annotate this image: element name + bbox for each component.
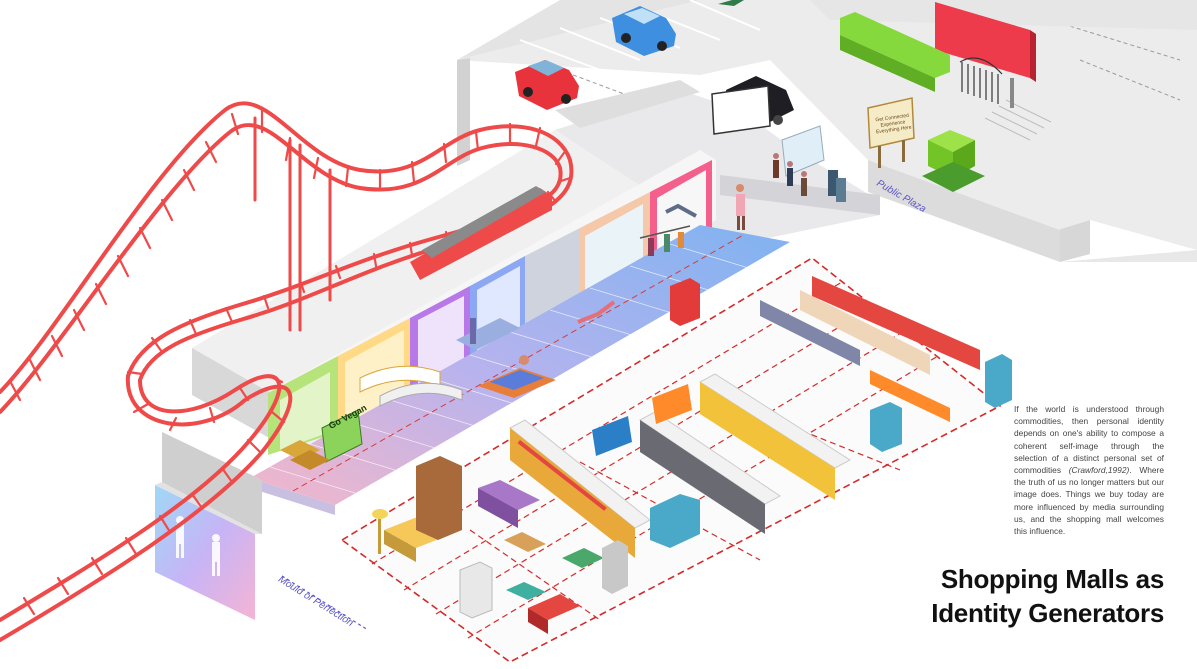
red-billboard	[935, 2, 1036, 108]
title-line-1: Shopping Malls as	[940, 564, 1164, 594]
shop-contents	[280, 184, 745, 470]
title-line-2: Identity Generators	[931, 598, 1164, 628]
shelving	[509, 276, 1012, 558]
speech-box	[711, 85, 771, 135]
car-green	[718, 0, 744, 6]
info-sign	[867, 97, 915, 168]
car-blue	[612, 6, 676, 56]
car-red	[515, 60, 579, 110]
furniture	[372, 456, 628, 634]
rollercoaster	[0, 101, 574, 642]
description-paragraph: If the world is understood through commo…	[1014, 404, 1164, 537]
page-title: Shopping Malls as Identity Generators	[900, 562, 1164, 630]
planter-cube	[922, 130, 985, 192]
gate	[959, 57, 1003, 104]
people-top	[773, 153, 807, 196]
upper-walkway	[555, 80, 880, 252]
bench-green	[840, 12, 950, 92]
citation: (Crawford,1992)	[1068, 465, 1130, 476]
mould-screen	[155, 432, 369, 631]
